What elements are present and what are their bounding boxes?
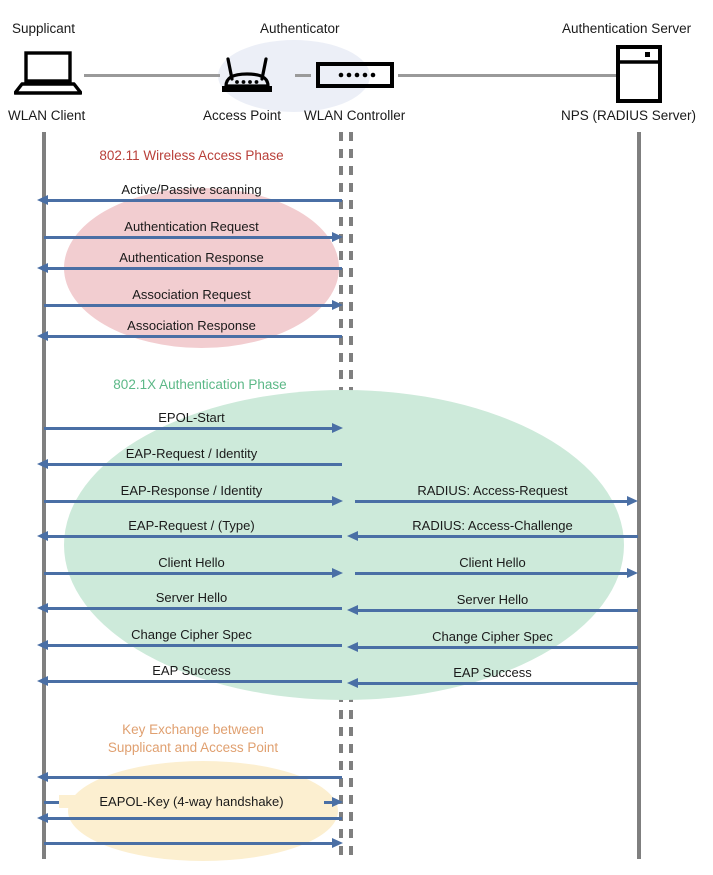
lifeline-supplicant — [42, 132, 46, 859]
arrowhead-right-icon — [332, 232, 343, 242]
wlan-controller-icon — [316, 62, 394, 88]
arrowhead-right-icon — [627, 496, 638, 506]
message-line — [48, 644, 342, 647]
message-label: EAP-Response / Identity — [120, 483, 263, 498]
node-role-authentication-server: Authentication Server — [562, 21, 692, 36]
arrowhead-right-icon — [332, 496, 343, 506]
message-label-right: RADIUS: Access-Request — [417, 483, 568, 498]
arrowhead-left-icon — [37, 772, 48, 782]
arrowhead-left-icon — [347, 531, 358, 541]
phase-title-key-exchange: Key Exchange between Supplicant and Acce… — [107, 722, 279, 755]
message-line-right — [355, 500, 627, 503]
message-line — [48, 463, 342, 466]
message-label: EPOL-Start — [158, 410, 225, 425]
phase-title-dot1x-authentication: 802.1X Authentication Phase — [113, 377, 287, 392]
message-line-right — [358, 535, 638, 538]
message-line — [48, 776, 342, 779]
message-label-right: Client Hello — [459, 555, 526, 570]
arrowhead-left-icon — [37, 640, 48, 650]
message-label: Client Hello — [158, 555, 225, 570]
node-device-wlan-client: WLAN Client — [8, 108, 86, 123]
message-line — [48, 607, 342, 610]
message-line — [48, 199, 342, 202]
arrowhead-left-icon — [37, 331, 48, 341]
link-client-to-ap — [84, 74, 220, 77]
message-label: Authentication Response — [119, 250, 264, 265]
arrowhead-left-icon — [37, 263, 48, 273]
message-line — [48, 335, 342, 338]
phase-title-wireless-access: 802.11 Wireless Access Phase — [99, 148, 284, 163]
node-role-authenticator: Authenticator — [260, 21, 340, 36]
message-label-center: EAPOL-Key (4-way handshake) — [59, 795, 324, 808]
arrowhead-right-icon — [332, 568, 343, 578]
message-label-right: Change Cipher Spec — [432, 629, 553, 644]
node-device-wlan-controller: WLAN Controller — [304, 108, 406, 123]
message-line — [48, 267, 342, 270]
message-label: EAP-Request / Identity — [125, 446, 258, 461]
message-label: Association Response — [127, 318, 256, 333]
message-line — [44, 572, 333, 575]
message-label: Association Request — [132, 287, 251, 302]
message-line-right — [358, 682, 638, 685]
arrowhead-right-icon — [332, 423, 343, 433]
arrowhead-right-icon — [332, 838, 343, 848]
lifeline-authentication-server — [637, 132, 641, 859]
message-label: EAP Success — [152, 663, 231, 678]
arrowhead-left-icon — [347, 642, 358, 652]
arrowhead-left-icon — [37, 676, 48, 686]
message-label-right: EAP Success — [453, 665, 532, 680]
message-line-right — [355, 572, 627, 575]
message-line — [44, 304, 333, 307]
arrowhead-left-icon — [347, 678, 358, 688]
arrowhead-left-icon — [347, 605, 358, 615]
arrowhead-left-icon — [37, 195, 48, 205]
authenticator-group-blob — [218, 40, 370, 112]
arrowhead-left-icon — [37, 603, 48, 613]
node-device-nps-radius-server: NPS (RADIUS Server) — [561, 108, 697, 123]
message-label: EAP-Request / (Type) — [128, 518, 255, 533]
message-label: Server Hello — [155, 590, 228, 605]
arrowhead-right-icon — [332, 797, 343, 807]
phase-blob-dot1x-authentication — [64, 390, 624, 700]
arrowhead-left-icon — [37, 813, 48, 823]
link-ap-to-controller — [295, 74, 311, 77]
message-line-right — [358, 609, 638, 612]
access-point-icon — [217, 50, 277, 96]
message-label: Change Cipher Spec — [131, 627, 252, 642]
message-line — [44, 236, 333, 239]
arrowhead-right-icon — [627, 568, 638, 578]
message-label-right: Server Hello — [456, 592, 529, 607]
link-controller-to-nps — [398, 74, 618, 77]
message-label: Authentication Request — [124, 219, 259, 234]
message-line — [48, 680, 342, 683]
message-line-right — [358, 646, 638, 649]
message-line — [44, 427, 333, 430]
message-line — [48, 535, 342, 538]
message-label: Active/Passive scanning — [121, 182, 262, 197]
message-line — [44, 500, 333, 503]
server-icon — [616, 45, 662, 103]
message-label-right: RADIUS: Access-Challenge — [412, 518, 573, 533]
message-line — [44, 842, 333, 845]
arrowhead-left-icon — [37, 459, 48, 469]
arrowhead-left-icon — [37, 531, 48, 541]
node-role-supplicant: Supplicant — [12, 21, 76, 36]
message-line — [48, 817, 342, 820]
arrowhead-right-icon — [332, 300, 343, 310]
laptop-icon — [14, 50, 82, 96]
node-device-access-point: Access Point — [203, 108, 282, 123]
